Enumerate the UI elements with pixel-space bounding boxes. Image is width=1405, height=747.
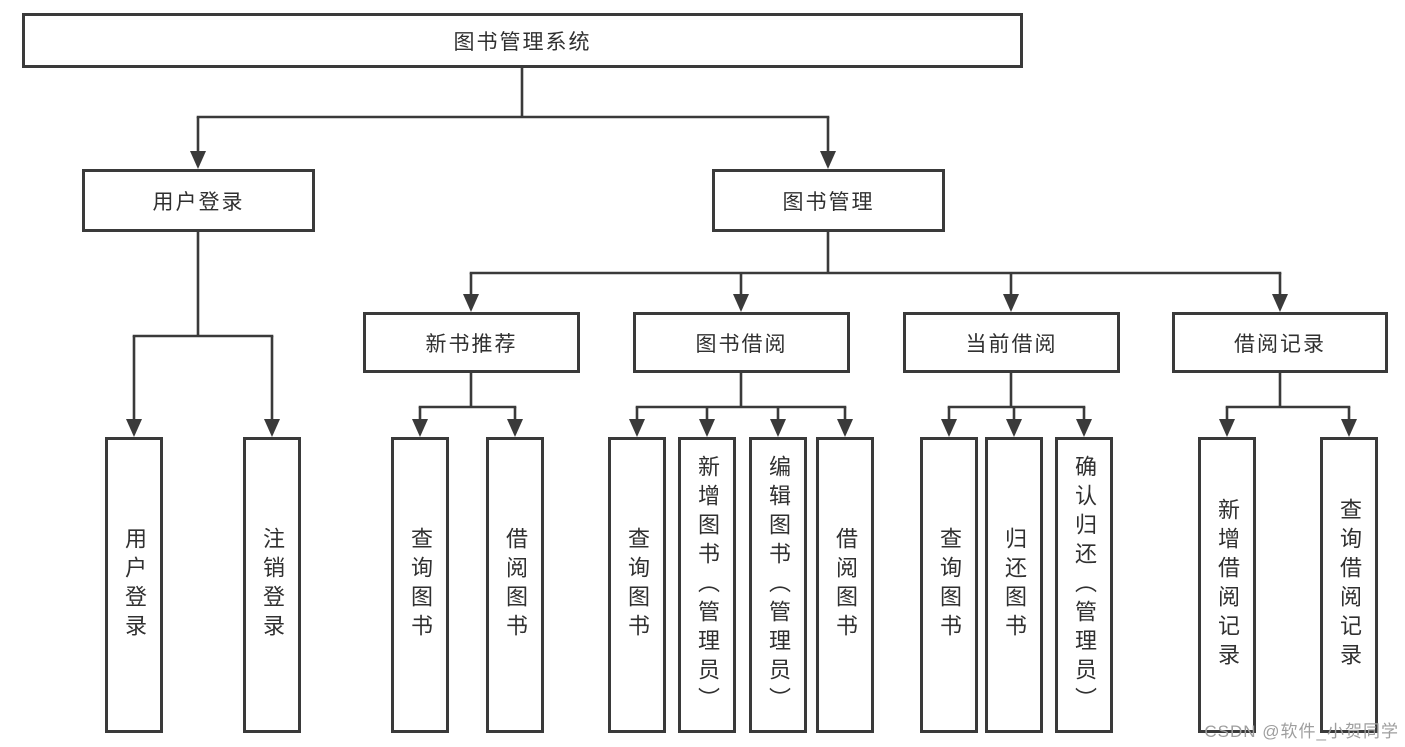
leaf-query-borrow-record-label: 查询借阅记录 xyxy=(1337,498,1362,672)
leaf-borrow-books-2: 借阅图书 xyxy=(816,437,874,733)
leaf-add-borrow-record: 新增借阅记录 xyxy=(1198,437,1256,733)
leaf-query-books-2: 查询图书 xyxy=(608,437,666,733)
leaf-logout: 注销登录 xyxy=(243,437,301,733)
leaf-add-books-admin: 新增图书（管理员） xyxy=(678,437,736,733)
node-book-management-label: 图书管理 xyxy=(782,190,875,214)
leaf-query-books-2-label: 查询图书 xyxy=(625,527,650,643)
leaf-return-books: 归还图书 xyxy=(985,437,1043,733)
leaf-borrow-books-2-label: 借阅图书 xyxy=(833,527,858,643)
node-book-borrowing: 图书借阅 xyxy=(633,312,850,373)
leaf-borrow-books-1-label: 借阅图书 xyxy=(503,527,528,643)
node-borrow-records-label: 借阅记录 xyxy=(1234,332,1326,356)
node-current-borrowing-label: 当前借阅 xyxy=(965,332,1058,356)
leaf-query-books-1: 查询图书 xyxy=(391,437,449,733)
leaf-confirm-return-admin-label: 确认归还（管理员） xyxy=(1072,454,1097,716)
leaf-user-login: 用户登录 xyxy=(105,437,163,733)
node-current-borrowing: 当前借阅 xyxy=(903,312,1120,373)
leaf-query-books-3: 查询图书 xyxy=(920,437,978,733)
leaf-user-login-label: 用户登录 xyxy=(122,527,147,643)
node-user-login: 用户登录 xyxy=(82,169,315,232)
leaf-logout-label: 注销登录 xyxy=(260,527,285,643)
node-new-book-recommend-label: 新书推荐 xyxy=(425,332,518,356)
leaf-edit-books-admin: 编辑图书（管理员） xyxy=(749,437,807,733)
leaf-borrow-books-1: 借阅图书 xyxy=(486,437,544,733)
node-user-login-label: 用户登录 xyxy=(152,190,245,214)
leaf-add-borrow-record-label: 新增借阅记录 xyxy=(1215,498,1240,672)
node-new-book-recommend: 新书推荐 xyxy=(363,312,580,373)
leaf-add-books-admin-label: 新增图书（管理员） xyxy=(695,454,720,716)
leaf-query-borrow-record: 查询借阅记录 xyxy=(1320,437,1378,733)
node-root-label: 图书管理系统 xyxy=(453,30,592,54)
node-book-management: 图书管理 xyxy=(712,169,945,232)
leaf-edit-books-admin-label: 编辑图书（管理员） xyxy=(766,454,791,716)
leaf-confirm-return-admin: 确认归还（管理员） xyxy=(1055,437,1113,733)
leaf-query-books-3-label: 查询图书 xyxy=(937,527,962,643)
leaf-return-books-label: 归还图书 xyxy=(1002,527,1027,643)
node-borrow-records: 借阅记录 xyxy=(1172,312,1388,373)
node-root-system: 图书管理系统 xyxy=(22,13,1023,68)
leaf-query-books-1-label: 查询图书 xyxy=(408,527,433,643)
node-book-borrowing-label: 图书借阅 xyxy=(695,332,788,356)
csdn-watermark: CSDN @软件_小贺同学 xyxy=(1204,722,1399,741)
